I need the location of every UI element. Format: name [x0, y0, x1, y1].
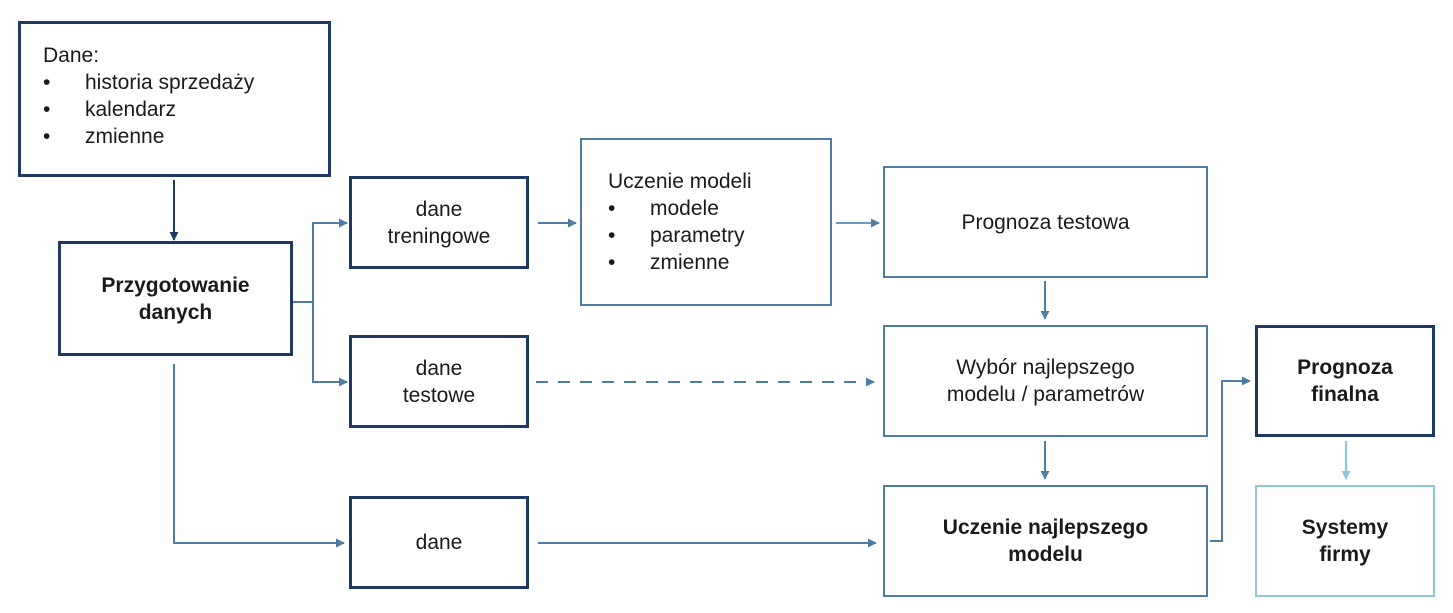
data-preparation-line1: Przygotowanie [101, 273, 250, 297]
data-preparation-line2: danych [138, 300, 213, 324]
company-systems-box: Systemy firmy [1255, 485, 1435, 597]
training-data-line1: dane [415, 197, 463, 221]
input-data-box: Dane: historia sprzedaży kalendarz zmien… [18, 21, 331, 177]
input-data-list: historia sprzedaży kalendarz zmienne [43, 69, 254, 150]
best-model-training-line1: Uczenie najlepszego [942, 516, 1149, 539]
all-data-box: dane [349, 496, 529, 589]
best-model-selection-box: Wybór najlepszego modelu / parametrów [883, 325, 1208, 437]
list-item: zmienne [43, 123, 254, 150]
final-forecast-line1: Prognoza [1297, 356, 1393, 379]
arrow-prep-to-test [312, 302, 348, 387]
training-data-line2: treningowe [387, 224, 491, 248]
best-model-selection-line1: Wybór najlepszego [956, 356, 1135, 379]
final-forecast-box: Prognoza finalna [1255, 325, 1435, 437]
list-item: historia sprzedaży [43, 69, 254, 96]
company-systems-line2: firmy [1319, 543, 1371, 566]
model-training-box: Uczenie modeli modele parametry zmienne [580, 138, 832, 306]
best-model-selection-line2: modelu / parametrów [946, 383, 1145, 406]
data-preparation-box: Przygotowanie danych [58, 241, 293, 356]
arrow-prep-to-all-data [173, 364, 345, 548]
list-item: kalendarz [43, 96, 254, 123]
best-model-training-line2: modelu [1008, 543, 1083, 566]
test-data-line1: dane [415, 356, 463, 380]
company-systems-line1: Systemy [1301, 516, 1389, 539]
test-data-line2: testowe [402, 383, 476, 407]
model-training-heading: Uczenie modeli [608, 170, 752, 193]
final-forecast-line2: finalna [1311, 383, 1379, 406]
test-forecast-box: Prognoza testowa [883, 166, 1208, 278]
list-item: modele [608, 195, 745, 222]
list-item: zmienne [608, 249, 745, 276]
arrow-prep-to-train [293, 218, 348, 303]
training-data-box: dane treningowe [349, 176, 529, 269]
input-data-heading: Dane: [43, 44, 100, 67]
test-forecast-label: Prognoza testowa [961, 210, 1130, 234]
arrow-best-training-to-final [1210, 376, 1251, 542]
model-training-list: modele parametry zmienne [608, 195, 745, 276]
best-model-training-box: Uczenie najlepszego modelu [883, 485, 1208, 597]
all-data-label: dane [415, 531, 463, 554]
list-item: parametry [608, 222, 745, 249]
test-data-box: dane testowe [349, 335, 529, 428]
